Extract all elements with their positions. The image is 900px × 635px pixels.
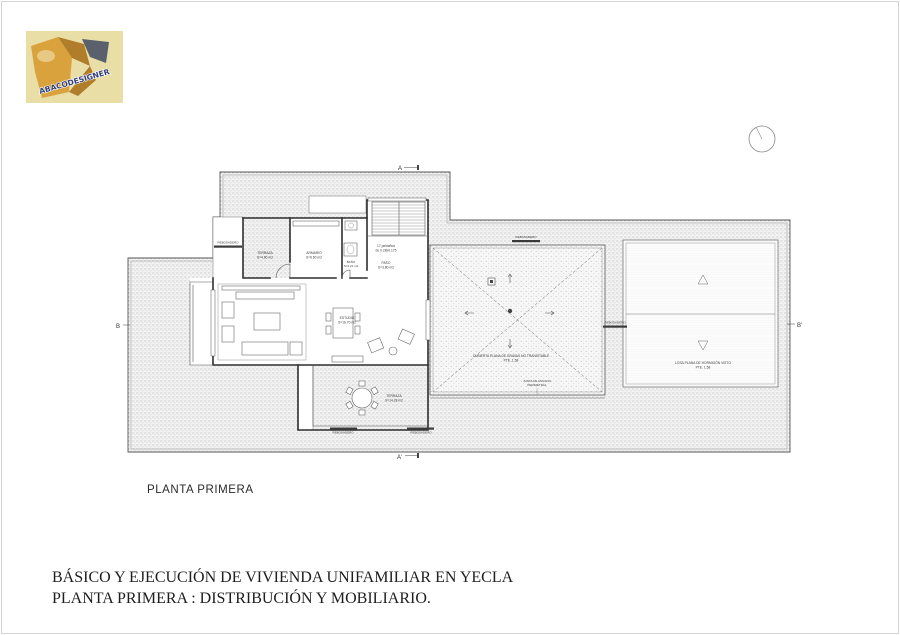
room-area: S=4.80 m2 [257,256,273,260]
room-name: ARMARIO [306,251,322,255]
window-west [210,289,216,357]
sideboard [331,355,364,363]
armchair-lounge-1 [367,337,385,354]
logo-gold-base [69,66,96,96]
terrace-chair [345,401,354,410]
slope-arrow-up-icon [507,273,513,283]
north-arrow-icon [748,125,776,153]
section-mark-b-right: B' [797,323,802,329]
overflow-label: REBOSADERO [604,321,626,325]
roof-unit [308,195,367,214]
slope-triangle-down-icon [697,340,709,351]
closet-shelf [292,220,340,227]
slope-arrow-left-icon [464,310,474,316]
gravel-roof-slope: PTE. 1.58 [504,359,519,363]
dining-chair [325,325,332,335]
overflow-label: REBOSADERO [217,241,239,245]
expansion-joint-label: JUNTA DILATACION [523,379,551,383]
sheet-title-line-1: BÁSICO Y EJECUCIÓN DE VIVIENDA UNIFAMILI… [52,567,514,586]
toilet [346,244,355,255]
room-name: TERRAZA [386,394,402,398]
room-area: S=14.28 m2 [385,399,403,403]
section-mark-b-left: B [116,324,120,330]
concrete-slab [622,239,779,388]
terrace-round-table [351,387,373,409]
room-area: S=2.21 m2 [344,264,359,268]
overflow-marker [214,245,242,248]
door-bano [341,269,351,279]
section-mark-a-bottom: A' [397,455,402,461]
wall-shelf [221,285,301,291]
armchair-lounge-2 [397,328,415,345]
sofa-top [235,291,295,300]
room-name: TERRAZA [257,251,273,255]
gravel-roof [429,244,606,399]
floor-plan: A A' B B' TERRAZA S=4.80 m2 ARMARIO S=6.… [116,165,802,461]
expansion-joint-label: PERIMETRAL [527,383,547,387]
terrace-chair [345,386,354,395]
sofa-bottom [241,341,289,356]
company-logo: ABACODESIGNER [26,31,123,103]
concrete-slab-label: LOSA PLANA DE HORMIGÓN VISTO [675,360,731,365]
shower-tray [343,242,358,257]
round-side-table [388,346,398,356]
plan-labels: TERRAZA S=4.80 m2 ARMARIO S=6.60 m2 BAÑO… [217,235,731,435]
overflow-markers [214,240,627,430]
armchair-left-1 [221,301,235,319]
overflow-label: REBOSADERO [332,431,354,435]
dining-chair [354,312,361,322]
terrace-chair [370,386,379,395]
slope-arrow-right-icon [545,310,555,316]
dining-table [332,307,354,339]
logo-slate-shape [82,39,109,63]
logo-gold-side [58,37,90,66]
overflow-marker [512,240,540,243]
roof-drain [507,308,513,314]
drawing-label: PLANTA PRIMERA [147,484,254,496]
side-armchair [289,341,303,356]
slope-triangle-up-icon [697,274,709,285]
gravel-roof-label: CUBIERTA PLANA DE GRAVAS NO TRANSITABLE [473,354,550,358]
slope-arrow-down-icon [507,339,513,349]
room-name: PASO [382,261,391,265]
door-armario [275,263,291,279]
window-stair [367,197,427,202]
room-name: ESTUDIO [340,316,355,320]
stairs-label: de 0.28x0.175 [376,249,397,253]
dining-chair [325,312,332,322]
terrace-furniture [345,380,379,416]
walls [189,197,431,431]
terrace-chair [358,380,366,387]
terrace-chair [358,409,366,416]
stairs-label: 17 peldaños [377,244,395,248]
room-area: S=6.60 m2 [306,256,322,260]
coffee-table [253,312,281,331]
overflow-label: REBOSADERO [410,431,432,435]
studio-furniture [217,283,415,363]
overflow-label: REBOSADERO [515,235,537,239]
overflow-marker [330,427,357,430]
overflow-marker [407,427,434,430]
window-east [425,299,431,341]
section-mark-a-top: A [398,166,402,172]
terrace-chair [370,401,379,410]
sink [344,220,358,231]
dining-chair [354,325,361,335]
room-name: BAÑO [347,259,356,264]
room-area: S=3.80 m2 [378,266,394,270]
armchair-left-2 [221,325,235,343]
living-rug [217,283,307,361]
section-marks: A A' B B' [116,165,802,461]
room-area: S=16.70 m2 [338,321,356,325]
concrete-slab-slope: PTE. 1.58 [696,366,711,370]
sheet-title-line-2: PLANTA PRIMERA : DISTRIBUCIÓN Y MOBILIAR… [52,588,431,607]
overflow-marker [603,325,627,328]
interior-areas [190,195,428,431]
logo-highlight [37,50,55,62]
bathroom-fixtures [343,220,358,257]
staircase [371,201,426,236]
